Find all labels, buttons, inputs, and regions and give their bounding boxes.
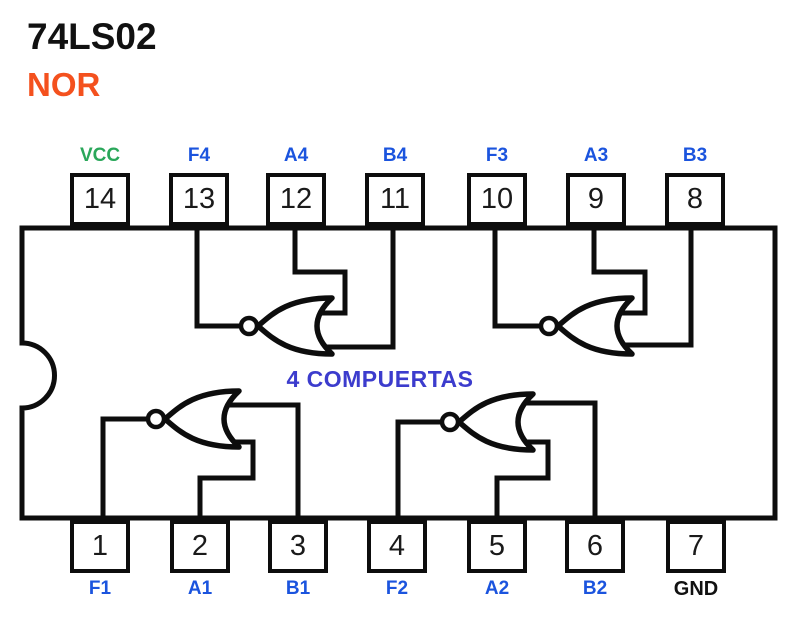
nor-gate-3-bubble <box>538 315 560 337</box>
pin-box-3: 3 <box>268 520 328 573</box>
pin-2: 2 A1 <box>170 520 230 600</box>
pin-box-11: 11 <box>365 173 425 226</box>
pin-box-13: 13 <box>169 173 229 226</box>
pin-label-b1: B1 <box>285 578 311 599</box>
nor-gate-4-body <box>255 295 335 357</box>
pin-label-gnd: GND <box>673 578 719 600</box>
pin-label-f4: F4 <box>187 145 211 166</box>
ic-body-outline <box>19 225 778 521</box>
pin-label-f3: F3 <box>485 145 509 166</box>
pin-1: 1 F1 <box>70 520 130 600</box>
pin-label-a1: A1 <box>187 578 213 599</box>
wires-gate-3 <box>492 228 694 348</box>
nor-gate-1-body <box>162 388 242 450</box>
wires-gate-4 <box>194 228 396 350</box>
center-caption: 4 COMPUERTAS <box>286 366 474 392</box>
pin-box-8: 8 <box>665 173 725 226</box>
pin-label-vcc: VCC <box>79 145 121 166</box>
pin-4: 4 F2 <box>367 520 427 600</box>
pin-box-12: 12 <box>266 173 326 226</box>
pin-9: A3 9 <box>566 142 626 226</box>
pin-box-2: 2 <box>170 520 230 573</box>
wires-gate-1 <box>100 402 301 519</box>
pin-box-9: 9 <box>566 173 626 226</box>
pin-box-1: 1 <box>70 520 130 573</box>
pin-label-b2: B2 <box>582 578 608 599</box>
pin-box-6: 6 <box>565 520 625 573</box>
nor-gate-4-bubble <box>238 315 260 337</box>
pin-label-f1: F1 <box>88 578 112 599</box>
pin-label-b4: B4 <box>382 145 408 166</box>
pin-3: 3 B1 <box>268 520 328 600</box>
pin-11: B4 11 <box>365 142 425 226</box>
pin-box-14: 14 <box>70 173 130 226</box>
page-title: 74LS02 <box>27 16 157 57</box>
nor-gate-2-body <box>456 391 536 453</box>
pin-13: F4 13 <box>169 142 229 226</box>
pin-box-10: 10 <box>467 173 527 226</box>
pin-8: B3 8 <box>665 142 725 226</box>
page-subtitle-gate-type: NOR <box>27 66 101 103</box>
pin-box-7: 7 <box>666 520 726 573</box>
pin-label-a2: A2 <box>484 578 510 599</box>
pin-14: VCC 14 <box>70 142 130 226</box>
nor-gate-1-bubble <box>145 408 167 430</box>
pin-label-b3: B3 <box>682 145 708 166</box>
nor-gate-3-body <box>555 295 635 357</box>
pin-label-f2: F2 <box>385 578 409 599</box>
pin-box-5: 5 <box>467 520 527 573</box>
pin-7: 7 GND <box>666 520 726 600</box>
pin-6: 6 B2 <box>565 520 625 600</box>
pin-box-4: 4 <box>367 520 427 573</box>
pin-12: A4 12 <box>266 142 326 226</box>
wires-gate-2 <box>395 400 598 519</box>
pin-label-a4: A4 <box>283 145 309 166</box>
nor-gate-2-bubble <box>439 411 461 433</box>
pin-label-a3: A3 <box>583 145 609 166</box>
pin-10: F3 10 <box>467 142 527 226</box>
pin-5: 5 A2 <box>467 520 527 600</box>
